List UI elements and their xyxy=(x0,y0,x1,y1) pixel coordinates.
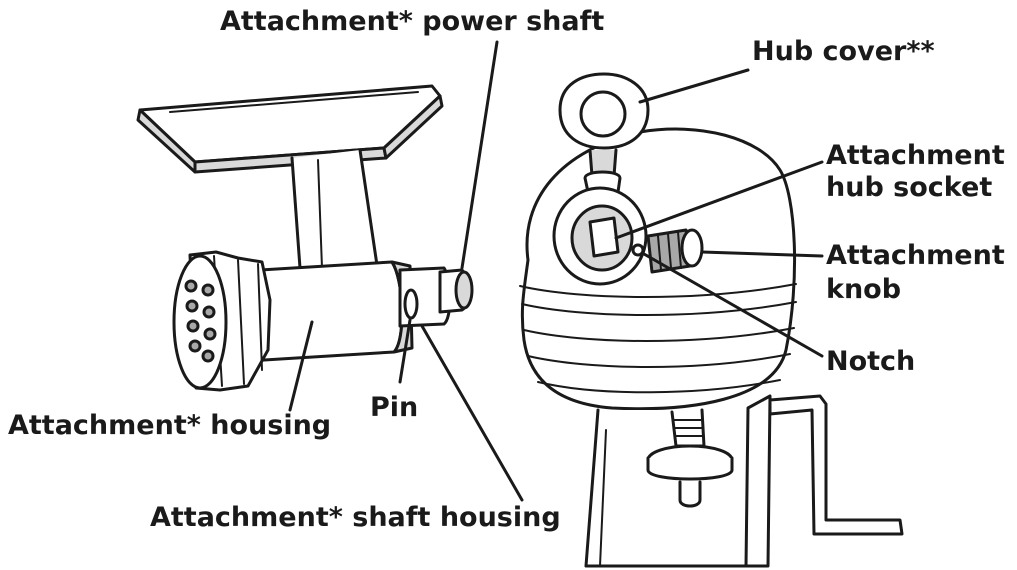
feed-throat xyxy=(290,148,380,274)
label-knob-line2: knob xyxy=(826,274,902,305)
hopper-tray xyxy=(136,84,444,174)
attachment-knob xyxy=(646,228,704,274)
leader-hub-socket xyxy=(614,160,824,240)
leader-notch xyxy=(642,252,824,358)
leader-housing xyxy=(288,320,314,412)
notch-mark xyxy=(631,243,645,257)
leader-power-shaft xyxy=(460,40,499,270)
label-shaft-housing: Attachment* shaft housing xyxy=(150,502,561,533)
label-hub-socket-line1: Attachment xyxy=(826,140,1005,171)
label-housing: Attachment* housing xyxy=(8,410,332,441)
grinding-plate xyxy=(172,254,228,390)
label-hub-socket-line2: hub socket xyxy=(826,172,993,203)
label-knob-line1: Attachment xyxy=(826,240,1005,271)
mixer-head xyxy=(519,72,904,568)
leader-attachment-knob xyxy=(700,250,824,258)
label-power-shaft: Attachment* power shaft xyxy=(220,6,605,37)
label-hub-cover: Hub cover** xyxy=(752,36,935,67)
leader-pin xyxy=(398,318,412,384)
hub-cover xyxy=(558,72,650,194)
leader-shaft-housing xyxy=(420,324,524,502)
leader-hub-cover xyxy=(638,68,750,104)
leader-lines xyxy=(288,40,824,502)
label-pin: Pin xyxy=(370,392,419,423)
label-notch: Notch xyxy=(826,346,916,377)
power-shaft xyxy=(438,268,474,314)
locking-lever xyxy=(768,394,904,536)
hub-socket xyxy=(552,186,648,286)
grinder-attachment xyxy=(136,84,474,392)
beater-shaft xyxy=(646,408,734,508)
